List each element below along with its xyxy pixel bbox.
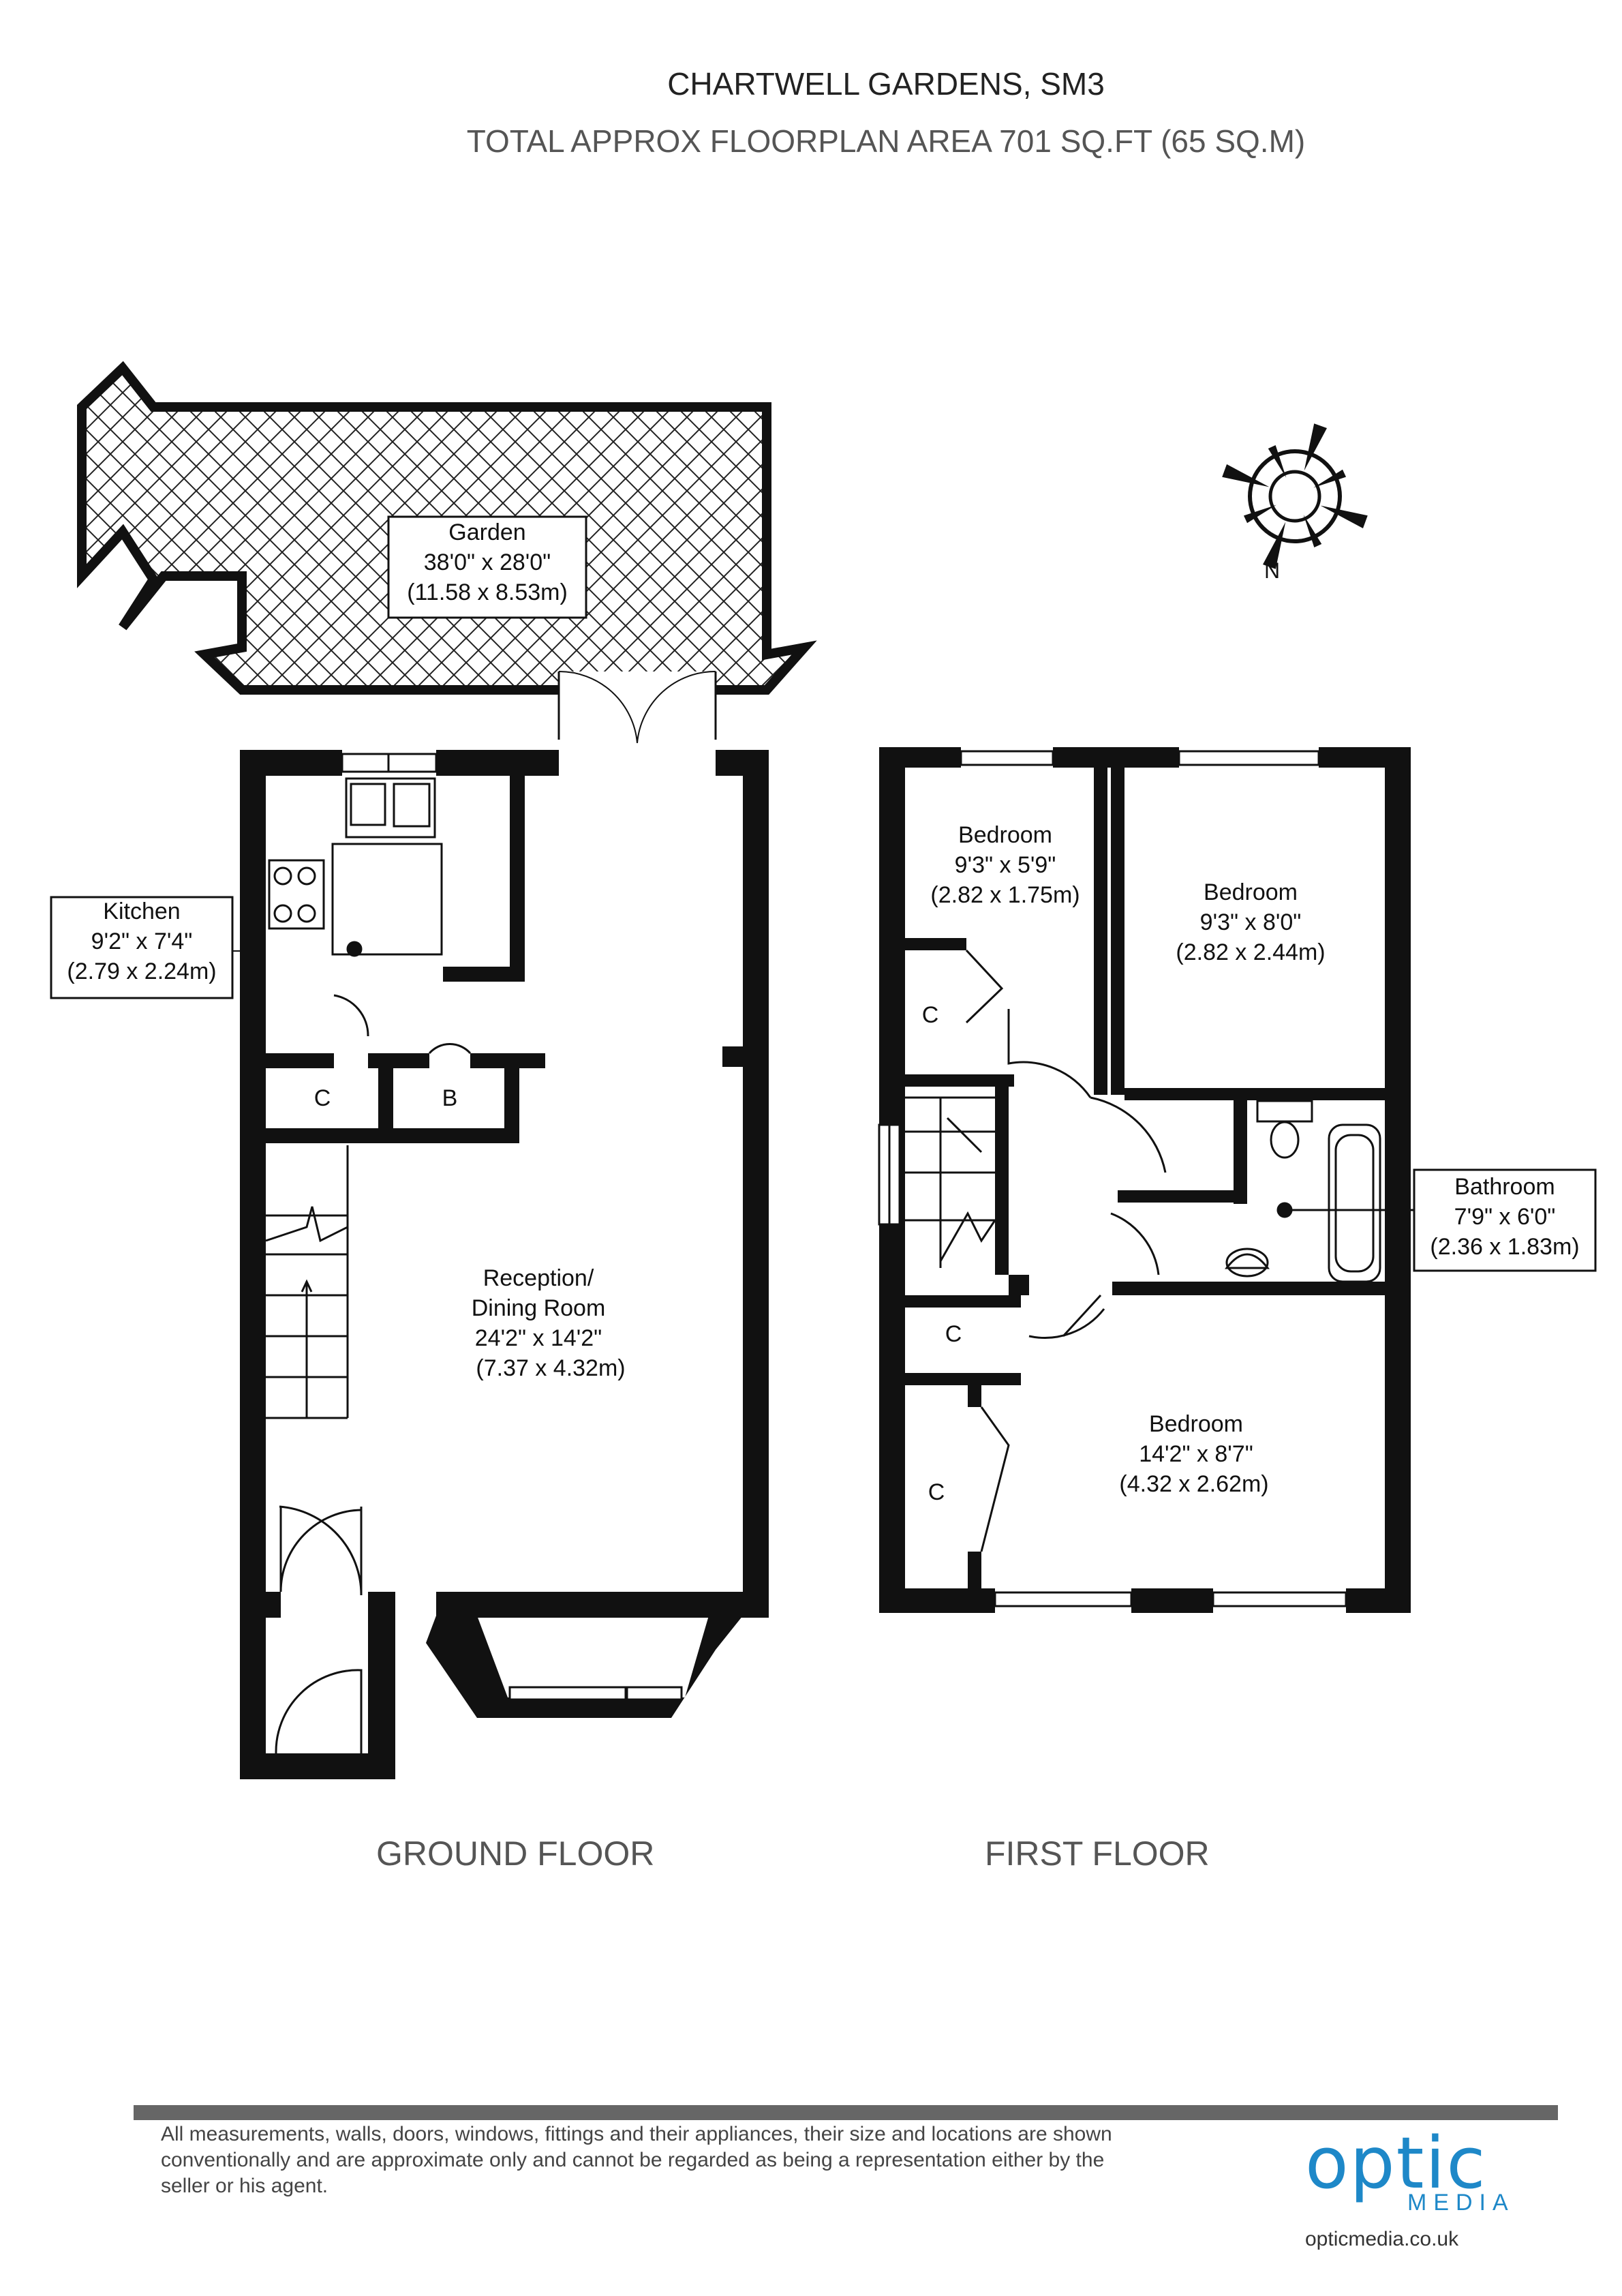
- boiler-label: B: [442, 1085, 458, 1111]
- reception-name-2: Dining Room: [472, 1295, 606, 1321]
- ground-floor-label: GROUND FLOOR: [376, 1834, 655, 1873]
- compass-north-label: N: [1264, 558, 1280, 583]
- cupboard-label: C: [928, 1479, 945, 1505]
- plan-subtitle: TOTAL APPROX FLOORPLAN AREA 701 SQ.FT (6…: [466, 123, 1306, 159]
- disclaimer-text: All measurements, walls, doors, windows,…: [161, 2123, 1112, 2197]
- cupboard-label: C: [945, 1321, 962, 1347]
- reception-name: Reception/: [483, 1265, 594, 1291]
- bedroom-mid-imperial: 9'3" x 8'0": [1200, 909, 1302, 935]
- cupboard-label: C: [314, 1085, 331, 1111]
- bedroom-large-imperial: 14'2" x 8'7": [1139, 1441, 1253, 1467]
- footer-divider: [134, 2105, 1558, 2120]
- logo-subword: MEDIA: [1407, 2190, 1515, 2216]
- bedroom-small-metric: (2.82 x 1.75m): [930, 882, 1080, 908]
- kitchen-label-box: [50, 896, 234, 999]
- reception-imperial: 24'2" x 14'2": [475, 1325, 602, 1351]
- compass-rose-icon: [1222, 423, 1368, 569]
- bedroom-large-metric: (4.32 x 2.62m): [1119, 1471, 1268, 1497]
- garden-name: Garden: [448, 519, 525, 545]
- bedroom-mid-metric: (2.82 x 2.44m): [1176, 939, 1325, 965]
- garden-metric: (11.58 x 8.53m): [407, 579, 568, 605]
- kitchen-name: Kitchen: [103, 898, 180, 924]
- bedroom-small-name: Bedroom: [958, 822, 1052, 848]
- bedroom-mid-name: Bedroom: [1204, 879, 1298, 905]
- cupboard-label: C: [922, 1002, 939, 1028]
- kitchen-metric: (2.79 x 2.24m): [67, 958, 216, 984]
- first-floor-label: FIRST FLOOR: [985, 1834, 1210, 1873]
- logo-url: opticmedia.co.uk: [1305, 2228, 1459, 2250]
- ground-floor-plan: [240, 750, 769, 1779]
- plan-title: CHARTWELL GARDENS, SM3: [667, 66, 1105, 102]
- bathroom-name: Bathroom: [1454, 1174, 1555, 1200]
- logo-word: optic: [1305, 2121, 1487, 2205]
- bathroom-imperial: 7'9" x 6'0": [1454, 1204, 1556, 1230]
- optic-media-logo: optic MEDIA opticmedia.co.uk: [1305, 2121, 1510, 2250]
- kitchen-fittings: [245, 777, 472, 1754]
- garden-imperial: 38'0" x 28'0": [424, 549, 551, 575]
- first-floor-fittings: [878, 949, 1414, 1552]
- reception-metric: (7.37 x 4.32m): [476, 1355, 625, 1381]
- bathroom-label-box: [1413, 1168, 1597, 1272]
- bathroom-metric: (2.36 x 1.83m): [1430, 1234, 1579, 1260]
- garden-area: [77, 361, 817, 744]
- kitchen-imperial: 9'2" x 7'4": [91, 928, 193, 954]
- garden-label-box: [387, 515, 587, 619]
- first-floor-plan: [879, 747, 1411, 1613]
- bedroom-small-imperial: 9'3" x 5'9": [955, 852, 1056, 878]
- bedroom-large-name: Bedroom: [1149, 1411, 1243, 1437]
